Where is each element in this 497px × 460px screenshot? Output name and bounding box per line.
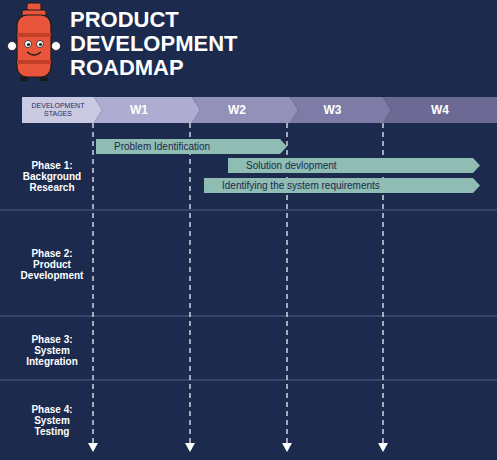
header-label: DEVELOPMENT STAGES bbox=[24, 102, 92, 118]
phase-label: Phase 2: Product Development bbox=[16, 248, 88, 281]
task-label: Problem Identification bbox=[114, 141, 210, 152]
week-arrowheads bbox=[88, 443, 388, 452]
stage-header: DEVELOPMENT STAGES bbox=[22, 97, 102, 123]
week-header: W3 bbox=[290, 97, 391, 123]
task-bar: Problem Identification bbox=[96, 139, 287, 154]
phase-label: Phase 4: System Testing bbox=[16, 404, 88, 437]
gas-cylinder-mascot bbox=[8, 3, 61, 81]
week-header: W1 bbox=[94, 97, 200, 123]
header-label: W2 bbox=[228, 103, 246, 117]
header-label: W1 bbox=[130, 103, 148, 117]
task-label: Solution devlopment bbox=[246, 160, 337, 171]
week-header: W4 bbox=[383, 97, 497, 123]
header-label: W3 bbox=[324, 103, 342, 117]
header-label: W4 bbox=[431, 103, 449, 117]
phase-label: Phase 3: System Integration bbox=[16, 334, 88, 367]
row-separators bbox=[0, 210, 497, 380]
task-bar: Solution devlopment bbox=[228, 158, 480, 173]
task-label: Identifying the system requirements bbox=[222, 180, 380, 191]
title: PRODUCT DEVELOPMENT ROADMAP bbox=[70, 8, 242, 80]
task-bar: Identifying the system requirements bbox=[204, 178, 480, 193]
week-header: W2 bbox=[192, 97, 298, 123]
phase-label: Phase 1: Background Research bbox=[16, 160, 88, 193]
